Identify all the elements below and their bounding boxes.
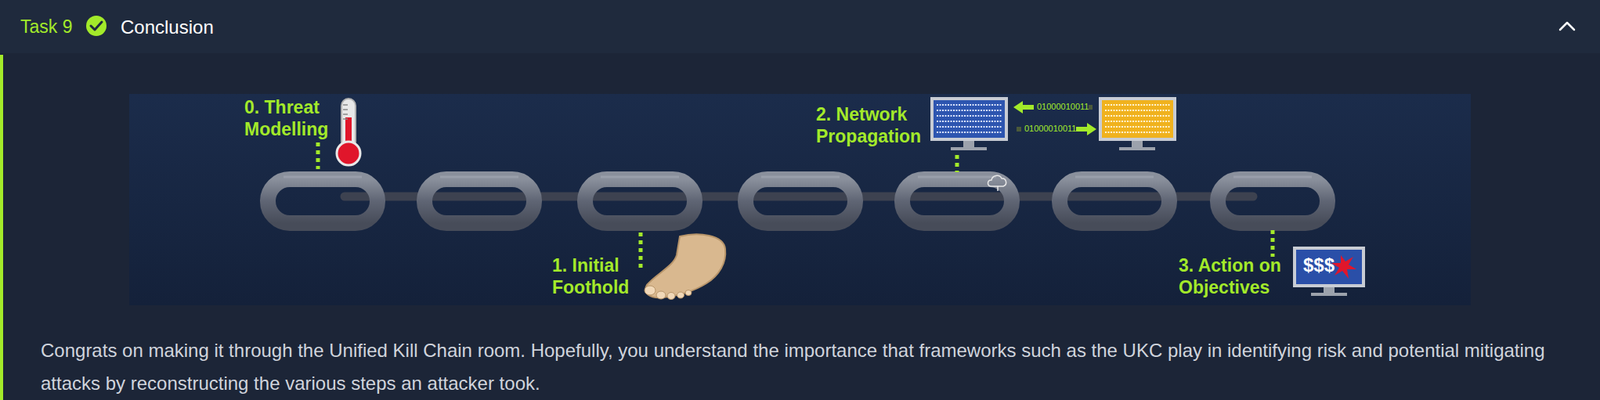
chevron-icon: [1560, 22, 1575, 30]
monitor-yellow: [1098, 97, 1177, 151]
monitor-money: [1293, 246, 1366, 297]
task-number: Task 9: [20, 15, 73, 38]
task-title: Conclusion: [120, 15, 214, 39]
stage-label: 3. Action on Objectives: [1178, 254, 1308, 299]
chain-links: [267, 179, 1328, 224]
monitor-blue: [930, 97, 1008, 151]
leader-lines: [317, 142, 1273, 271]
money-text: $$$: [1303, 253, 1335, 277]
chain-rod: [344, 192, 1254, 202]
header-bar: [0, 0, 1600, 54]
chain-highlights: [283, 176, 1312, 179]
stage-label: 2. Network Propagation: [816, 103, 934, 148]
data-arrows: [1013, 101, 1097, 136]
foot-icon: [644, 234, 726, 300]
binary-text: 01000010011: [1036, 101, 1089, 112]
stage-label: 0. Threat Modelling: [244, 96, 354, 141]
binary-text: 01000010011: [1024, 123, 1077, 134]
thermometer-icon: [336, 98, 361, 166]
stage-label: 1. Initial Foothold: [552, 254, 647, 299]
cloud-icon: [988, 175, 1007, 192]
check-icon: [86, 15, 107, 37]
check-mark: [90, 21, 102, 30]
illustration-panel: [129, 93, 1471, 306]
accent-border: [0, 54, 4, 400]
body-paragraph: Congrats on making it through the Unifie…: [40, 334, 1584, 400]
